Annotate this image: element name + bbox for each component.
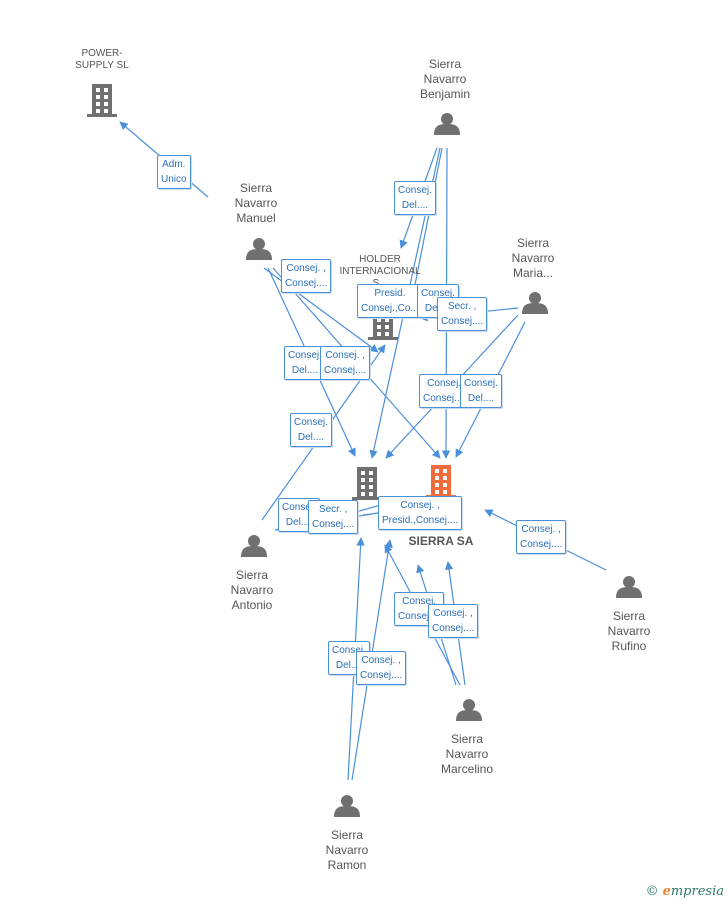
relation-label[interactable]: Adm. Unico (157, 155, 191, 189)
building-window (361, 478, 365, 482)
person-icon[interactable] (616, 576, 642, 598)
person-label[interactable]: Sierra Navarro Benjamin (419, 57, 471, 101)
building-window (385, 318, 389, 322)
relation-label[interactable]: Consej. Del.... (394, 181, 436, 215)
nodes-layer (87, 84, 642, 817)
relation-label[interactable]: Consej. Del.... (290, 413, 332, 447)
relation-label[interactable]: Presid. Consej.,Co... (357, 284, 423, 318)
building-window (361, 471, 365, 475)
company-label[interactable]: POWER- SUPPLY SL (75, 48, 129, 71)
building-window (104, 95, 108, 99)
person-icon[interactable] (241, 535, 267, 557)
person-label[interactable]: Sierra Navarro Antonio (230, 568, 274, 612)
person-icon[interactable] (434, 113, 460, 135)
person-label[interactable]: Sierra Navarro Manuel (234, 181, 278, 225)
building-window (361, 492, 365, 496)
building-window (435, 483, 439, 487)
building-window (435, 469, 439, 473)
company-label[interactable]: ... (362, 507, 372, 518)
building-window (443, 483, 447, 487)
edge-line (407, 147, 443, 311)
main-company-icon[interactable] (426, 465, 456, 498)
building-window (369, 485, 373, 489)
relation-label[interactable]: Secr. , Consej.... (308, 500, 359, 534)
building-window (369, 492, 373, 496)
building-window (96, 109, 100, 113)
building-window (443, 490, 447, 494)
person-label[interactable]: Sierra Navarro Maria... (511, 236, 555, 280)
building-window (96, 88, 100, 92)
company-label[interactable]: HOLDER INTERNACIONAL S... (339, 254, 421, 289)
company-icon[interactable] (87, 84, 117, 117)
person-icon[interactable] (334, 795, 360, 817)
person-label[interactable]: Sierra Navarro Ramon (325, 828, 369, 872)
relation-label[interactable]: Secr. , Consej.... (437, 297, 488, 331)
brand-name: mpresia (670, 884, 724, 899)
building-window (385, 332, 389, 336)
relation-label[interactable]: Consej. , Consej.... (281, 259, 332, 293)
building-window (369, 471, 373, 475)
copyright-symbol: © (645, 884, 659, 899)
building-window (443, 476, 447, 480)
person-label[interactable]: Sierra Navarro Rufino (607, 609, 651, 653)
relation-label[interactable]: Consej. Del.... (460, 374, 502, 408)
building-window (104, 88, 108, 92)
building-window (104, 109, 108, 113)
building-window (443, 469, 447, 473)
brand-footer: ©empresia (646, 884, 724, 899)
relation-label[interactable]: Consej. , Consej.... (516, 520, 567, 554)
company-icon[interactable] (352, 467, 382, 500)
building-window (435, 490, 439, 494)
relation-label[interactable]: Consej. , Consej.... (320, 346, 371, 380)
building-window (369, 478, 373, 482)
building-window (377, 318, 381, 322)
building-window (385, 325, 389, 329)
building-window (377, 332, 381, 336)
building-window (377, 325, 381, 329)
building-window (361, 485, 365, 489)
building-window (96, 102, 100, 106)
person-icon[interactable] (456, 699, 482, 721)
brand-e: e (662, 884, 671, 899)
relation-label[interactable]: Consej. , Presid.,Consej.... (378, 496, 463, 530)
building-window (435, 476, 439, 480)
building-window (96, 95, 100, 99)
person-icon[interactable] (246, 238, 272, 260)
building-window (104, 102, 108, 106)
person-icon[interactable] (522, 292, 548, 314)
relation-label[interactable]: Consej. , Consej.... (428, 604, 479, 638)
person-label[interactable]: Sierra Navarro Marcelino (440, 732, 494, 776)
relation-label[interactable]: Consej. Del.... (284, 346, 326, 380)
relation-label[interactable]: Consej. , Consej.... (356, 651, 407, 685)
